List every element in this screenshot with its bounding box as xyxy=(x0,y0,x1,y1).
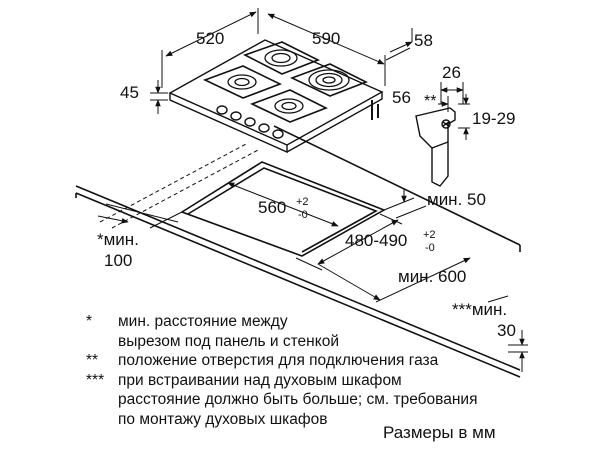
label-top-offset: 58 xyxy=(414,31,433,50)
label-height: 45 xyxy=(120,83,139,102)
label-bracket-c: 19-29 xyxy=(472,109,515,128)
label-bracket-gas: ** xyxy=(424,93,436,110)
label-min30-a: ***мин. xyxy=(452,300,507,319)
label-cutout-width: 560 xyxy=(258,198,286,217)
footnote-text: мин. расстояние между xyxy=(118,313,288,330)
countertop xyxy=(75,125,521,378)
bracket-detail xyxy=(415,107,456,187)
footnote-text: положение отверстия для подключения газа xyxy=(118,352,439,369)
footnote-mark: * xyxy=(86,313,93,330)
label-cutout-depth-tol: +2 xyxy=(423,229,436,241)
footnotes: * мин. расстояние между вырезом под пане… xyxy=(86,312,558,430)
label-bracket-b: 56 xyxy=(392,88,411,107)
cooktop xyxy=(168,39,384,154)
label-cutout-width-tol2: -0 xyxy=(298,209,308,221)
dim-cutout-width xyxy=(227,182,339,227)
dim-bracket xyxy=(438,82,470,140)
dim-min100 xyxy=(97,203,183,229)
label-min100-a: *мин. xyxy=(97,230,139,249)
dim-height xyxy=(150,80,168,114)
footnote-3: *** при встраивании над духовым шкафом р… xyxy=(86,371,558,430)
label-bracket-a: 26 xyxy=(442,63,461,82)
control-knobs xyxy=(216,105,284,139)
label-min100-b: 100 xyxy=(104,251,132,270)
units-caption: Размеры в мм xyxy=(383,423,496,442)
dim-width xyxy=(267,13,386,86)
dim-cutout-depth xyxy=(295,213,403,271)
footnote-mark: ** xyxy=(86,352,99,369)
footnote-text: при встраивании над духовым шкафом xyxy=(118,371,402,389)
footnote-2: ** положение отверстия для подключения г… xyxy=(86,351,558,371)
dim-top-offset xyxy=(385,28,413,61)
label-cutout-depth: 480-490 xyxy=(345,231,407,250)
dim-depth xyxy=(161,8,259,88)
footnote-text: вырезом под панель и стенкой xyxy=(118,332,339,350)
label-cutout-width-tol: +2 xyxy=(296,196,309,208)
dim-min30 xyxy=(487,295,528,372)
dim-min50 xyxy=(383,188,427,219)
footnote-mark: *** xyxy=(86,371,105,389)
label-cutout-depth-tol2: -0 xyxy=(425,242,435,254)
label-min600: мин. 600 xyxy=(398,267,466,286)
dim-min600 xyxy=(317,257,471,303)
label-min30-b: 30 xyxy=(497,321,516,340)
footnote-text: по монтажу духовых шкафов xyxy=(118,410,328,428)
footnote-1: * мин. расстояние между вырезом под пане… xyxy=(86,312,558,351)
label-width: 590 xyxy=(312,29,340,48)
footnote-text: расстояние должно быть больше; см. требо… xyxy=(118,391,478,408)
label-min50: мин. 50 xyxy=(427,190,486,209)
label-depth: 520 xyxy=(196,29,224,48)
